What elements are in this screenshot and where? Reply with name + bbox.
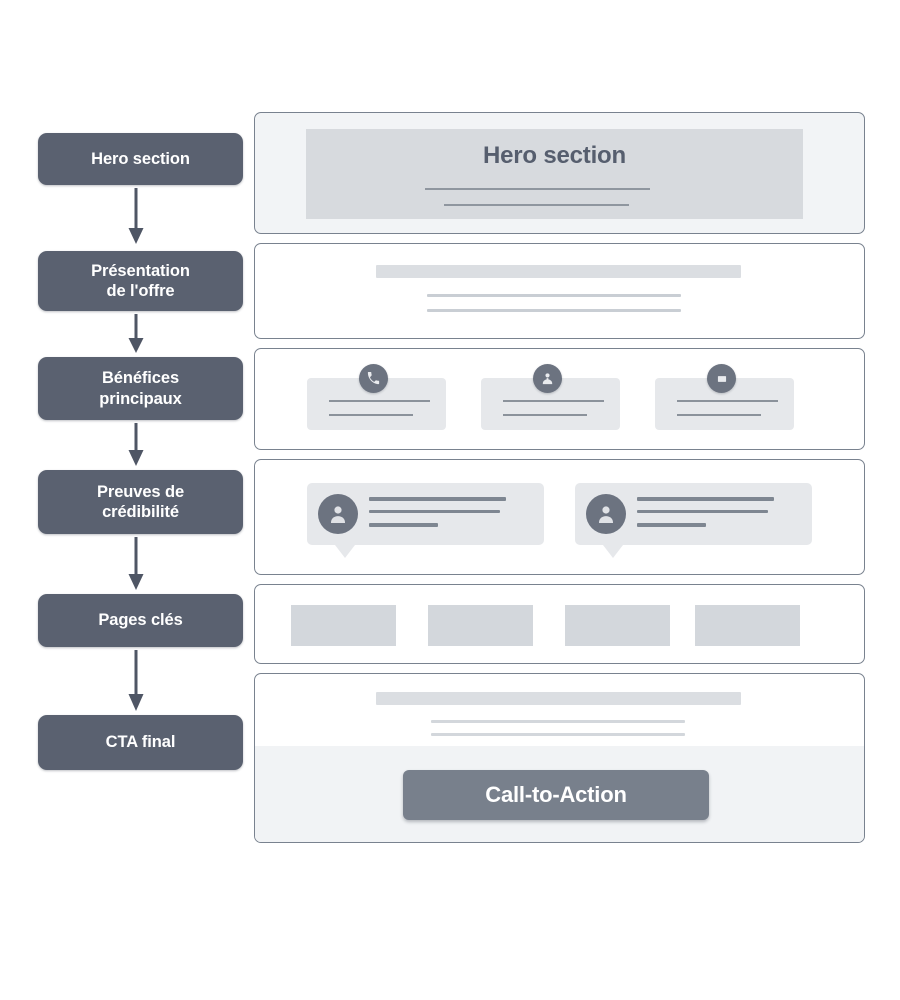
flow-arrow-1 <box>126 188 146 246</box>
testimonial-text-line <box>637 497 774 501</box>
benefit-text-line <box>503 414 587 416</box>
flow-arrow-3 <box>126 423 146 467</box>
hero-preview-panel[interactable]: Hero section <box>254 112 865 234</box>
flow-step-presentation-offre[interactable]: Présentation de l'offre <box>38 251 243 311</box>
flow-arrow-4 <box>126 537 146 591</box>
benefit-text-line <box>677 400 778 402</box>
testimonial-bubble[interactable] <box>575 483 812 558</box>
testimonial-bubble-tail <box>335 545 355 558</box>
offer-text-line <box>427 309 681 312</box>
hero-preview-title: Hero section <box>483 142 626 169</box>
testimonial-text-line <box>369 510 500 513</box>
user-avatar-icon <box>586 494 626 534</box>
stop-square-icon <box>707 364 736 393</box>
flow-step-label: CTA final <box>105 733 176 752</box>
key-page-block[interactable] <box>565 605 670 646</box>
phone-icon <box>359 364 388 393</box>
testimonial-bubble-tail <box>603 545 623 558</box>
call-to-action-button[interactable]: Call-to-Action <box>403 770 709 820</box>
benefit-text-line <box>677 414 761 416</box>
benefit-text-line <box>329 414 413 416</box>
flow-step-preuves-credibilite[interactable]: Preuves de crédibilité <box>38 470 243 534</box>
hero-inner-block: Hero section <box>306 129 803 219</box>
cta-text-line <box>431 733 685 736</box>
cta-preview-panel[interactable]: Call-to-Action <box>254 673 865 843</box>
flow-arrow-2 <box>126 314 146 354</box>
offer-preview-panel[interactable] <box>254 243 865 339</box>
testimonial-text-line <box>369 523 438 527</box>
offer-heading-bar <box>376 265 741 278</box>
cta-text-line <box>431 720 685 723</box>
key-page-block[interactable] <box>291 605 396 646</box>
flow-step-hero-section[interactable]: Hero section <box>38 133 243 185</box>
flow-arrow-5 <box>126 650 146 712</box>
key-page-block[interactable] <box>695 605 800 646</box>
user-gear-icon <box>533 364 562 393</box>
flow-steps-column: Hero section Présentation de l'offre Bén… <box>38 100 243 800</box>
flow-step-label: Hero section <box>91 149 190 168</box>
benefit-text-line <box>503 400 604 402</box>
testimonials-preview-panel[interactable] <box>254 459 865 575</box>
testimonial-text-line <box>637 510 768 513</box>
flow-step-cta-final[interactable]: CTA final <box>38 715 243 770</box>
flow-step-benefices-principaux[interactable]: Bénéfices principaux <box>38 357 243 420</box>
key-pages-preview-panel[interactable] <box>254 584 865 664</box>
hero-subtitle-rule <box>425 188 650 190</box>
cta-heading-bar <box>376 692 741 705</box>
flow-step-label: Bénéfices principaux <box>99 369 182 408</box>
cta-lower-band: Call-to-Action <box>255 746 864 842</box>
hero-subtitle-rule <box>444 204 629 206</box>
benefits-preview-panel[interactable] <box>254 348 865 450</box>
testimonial-text-line <box>369 497 506 501</box>
benefit-text-line <box>329 400 430 402</box>
flow-step-label: Présentation de l'offre <box>91 261 190 300</box>
key-page-block[interactable] <box>428 605 533 646</box>
offer-text-line <box>427 294 681 297</box>
flow-step-label: Preuves de crédibilité <box>96 482 185 521</box>
user-avatar-icon <box>318 494 358 534</box>
testimonial-bubble[interactable] <box>307 483 544 558</box>
testimonial-text-line <box>637 523 706 527</box>
flow-step-pages-cles[interactable]: Pages clés <box>38 594 243 647</box>
flow-step-label: Pages clés <box>98 611 183 630</box>
